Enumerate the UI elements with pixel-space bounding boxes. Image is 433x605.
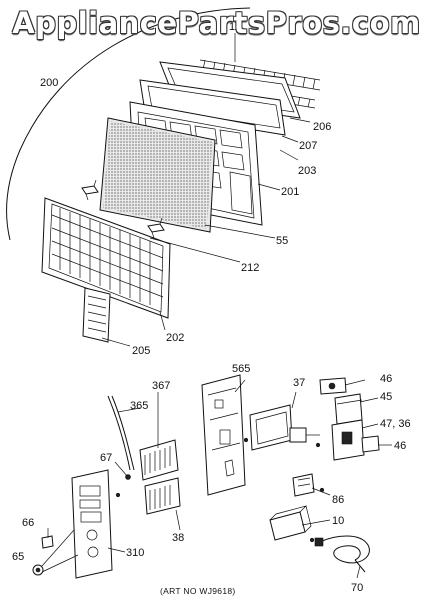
label-10: 10 (332, 515, 344, 527)
part-367-terminal-block (139, 439, 179, 481)
part-66-knob (41, 535, 54, 549)
label-37: 37 (293, 377, 305, 389)
part-37-rotary-switch (249, 404, 320, 451)
art-number-caption: (ART NO WJ9618) (160, 586, 236, 596)
label-365: 365 (130, 400, 148, 412)
part-46-relay-bottom (361, 435, 380, 453)
label-310: 310 (126, 547, 144, 559)
label-47-36: 47, 36 (380, 418, 411, 430)
part-38-connector-block (144, 477, 181, 515)
label-11: 11 (229, 21, 240, 33)
part-10-power-module (269, 505, 312, 541)
label-46-bottom: 46 (394, 440, 406, 452)
label-203: 203 (298, 165, 316, 177)
label-200: 200 (40, 77, 58, 89)
label-66: 66 (22, 517, 34, 529)
label-202: 202 (166, 332, 184, 344)
watermark-logo: AppliancePartsPros.com (12, 6, 421, 40)
part-45-capacitor (334, 393, 363, 425)
label-65: 65 (12, 551, 24, 563)
callout-labels: 200 11 206 207 203 201 55 212 202 205 56… (12, 21, 411, 594)
assembly-boundary-arc (6, 7, 251, 241)
part-47-36-thermostat (331, 419, 365, 461)
part-365-wire-harness (107, 395, 135, 471)
label-205: 205 (132, 345, 150, 357)
label-45: 45 (380, 391, 392, 403)
label-86: 86 (332, 494, 344, 506)
label-55: 55 (276, 235, 288, 247)
part-65-knob (32, 564, 44, 576)
screws (115, 437, 325, 543)
label-206: 206 (313, 121, 331, 133)
label-38: 38 (172, 532, 184, 544)
label-46-top: 46 (380, 373, 392, 385)
part-46-relay-top (319, 377, 347, 395)
part-202-front-grille (41, 197, 171, 319)
label-67: 67 (100, 452, 112, 464)
part-565-control-bracket (201, 374, 246, 496)
part-207-deflector (139, 79, 286, 136)
label-201: 201 (281, 186, 299, 198)
part-70-power-cord (314, 535, 370, 573)
leader-lines (41, 33, 392, 579)
label-212: 212 (241, 262, 259, 274)
label-367: 367 (152, 380, 170, 392)
label-207: 207 (299, 140, 317, 152)
part-55-air-filter (99, 117, 216, 233)
label-565: 565 (232, 363, 250, 375)
part-212-clips (81, 179, 165, 239)
label-70: 70 (351, 582, 363, 594)
part-205-access-door (82, 287, 111, 343)
part-86-connector (292, 473, 315, 497)
part-310-control-panel (71, 469, 113, 579)
